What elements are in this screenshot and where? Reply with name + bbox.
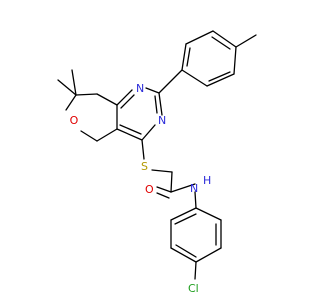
bond	[194, 261, 197, 280]
bond	[185, 30, 214, 45]
atom-labels: N N O S O N H Cl	[70, 82, 212, 295]
bond	[154, 95, 158, 114]
bonds	[57, 30, 257, 280]
amide-nitrogen-label: N	[190, 182, 198, 195]
bond	[141, 139, 145, 160]
bond	[195, 247, 222, 263]
bond	[116, 128, 143, 141]
bond	[116, 89, 133, 106]
bond	[212, 30, 237, 48]
bond	[96, 128, 118, 142]
carbonyl-oxygen-label: O	[145, 183, 154, 196]
bond	[96, 93, 118, 106]
chlorine-label: Cl	[188, 282, 199, 295]
bond	[170, 207, 197, 221]
molecule-structure: N N O S O N H Cl	[57, 30, 257, 295]
bond	[158, 92, 163, 116]
bond	[195, 207, 222, 221]
bond	[170, 247, 197, 263]
bond	[194, 191, 197, 209]
bond	[158, 69, 183, 94]
bond	[175, 244, 197, 258]
sulfur-label: S	[141, 160, 148, 173]
bond	[235, 34, 257, 48]
bond	[156, 192, 170, 199]
bond	[151, 169, 173, 173]
bond	[57, 79, 77, 96]
bond	[141, 124, 156, 141]
bond	[119, 124, 142, 135]
bond	[208, 71, 231, 82]
amide-hydrogen-label: H	[203, 174, 211, 187]
bond	[71, 69, 77, 96]
bond	[75, 93, 98, 96]
bond	[206, 73, 235, 87]
nitrogen-label: N	[136, 82, 144, 95]
ring-oxygen-label: O	[70, 114, 79, 127]
bond	[170, 171, 173, 193]
bond	[181, 43, 187, 71]
bond	[170, 183, 196, 193]
bond	[80, 130, 98, 142]
bond	[181, 69, 208, 87]
nitrogen-label: N	[158, 114, 166, 127]
bond	[174, 213, 197, 225]
bond	[120, 94, 135, 109]
bond	[65, 94, 77, 111]
bond	[156, 186, 172, 193]
bond	[211, 36, 231, 50]
bond	[186, 47, 191, 67]
bond	[145, 87, 160, 94]
structure-canvas: N N O S O N H Cl	[57, 30, 257, 295]
bond	[233, 46, 237, 75]
